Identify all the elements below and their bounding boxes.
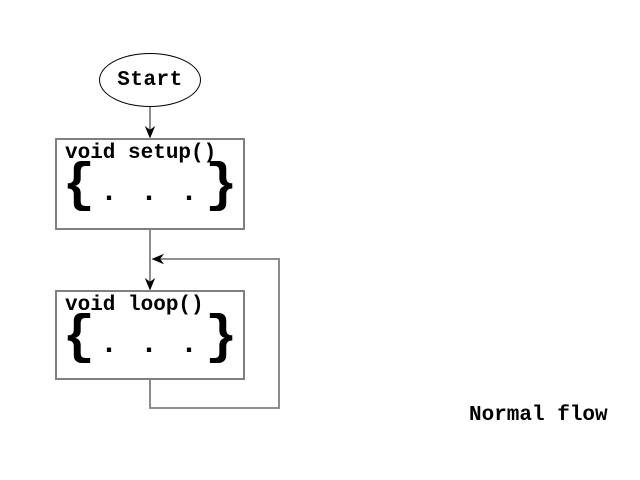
loop-dots: . . . [99, 328, 200, 362]
loop-brace-left: { [62, 308, 95, 369]
setup-title: void setup() [65, 142, 217, 165]
arrowhead-left-junction-icon [151, 253, 164, 265]
loop-body: {. . .} [57, 310, 243, 377]
edge-loop-back [149, 258, 280, 409]
setup-body: {. . .} [57, 158, 243, 225]
arrowhead-down-setup-icon [144, 126, 156, 139]
loop-brace-right: } [205, 308, 238, 369]
setup-dots: . . . [99, 176, 200, 210]
arrowhead-down-loop-icon [144, 278, 156, 291]
start-label: Start [117, 68, 183, 92]
start-node: Start [99, 53, 201, 107]
setup-box: void setup() {. . .} [55, 138, 245, 230]
normal-flow-label: Normal flow [469, 404, 608, 427]
setup-brace-left: { [62, 156, 95, 217]
setup-brace-right: } [205, 156, 238, 217]
loop-box: void loop() {. . .} [55, 290, 245, 380]
loop-title: void loop() [65, 294, 204, 317]
